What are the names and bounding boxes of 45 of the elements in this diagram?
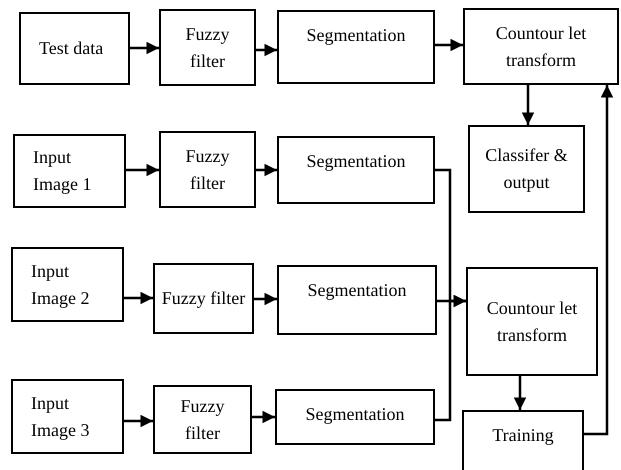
box-label: Input Image 3 — [31, 392, 90, 442]
arrow — [435, 294, 466, 422]
box-label: Segmentation — [306, 150, 406, 173]
arrow — [514, 376, 526, 410]
box-label: Fuzzy filter — [184, 144, 230, 194]
box-label: Input Image 2 — [31, 260, 90, 310]
process-box — [466, 267, 598, 376]
arrow — [126, 164, 159, 176]
process-box — [277, 10, 435, 84]
arrow — [435, 38, 463, 52]
box-label: Segmentation — [306, 24, 406, 47]
arrow — [252, 410, 275, 424]
arrow — [254, 292, 277, 306]
process-box — [277, 136, 435, 204]
process-box — [19, 12, 130, 85]
process-box — [11, 247, 124, 322]
process-box — [159, 9, 256, 86]
box-label: Segmentation — [306, 403, 404, 426]
process-box — [153, 385, 252, 454]
box-label: Training — [492, 424, 554, 447]
box-label: Segmentation — [308, 279, 406, 302]
process-box — [463, 8, 619, 85]
arrow — [256, 164, 277, 176]
process-box — [275, 389, 435, 445]
process-box — [153, 263, 254, 334]
arrow — [584, 85, 614, 436]
arrow — [124, 414, 153, 428]
process-box — [11, 379, 124, 454]
box-label: Input Image 1 — [33, 146, 92, 196]
process-box — [462, 410, 584, 470]
arrow — [256, 44, 277, 56]
process-box — [468, 125, 585, 213]
box-label: Fuzzy filter — [180, 394, 226, 444]
arrow — [522, 85, 534, 125]
box-label: Fuzzy filter — [162, 287, 246, 310]
box-label: Fuzzy filter — [184, 22, 230, 72]
process-box — [13, 134, 126, 208]
box-label: Countour let transform — [494, 22, 588, 72]
arrow — [124, 292, 153, 304]
process-box — [277, 265, 437, 335]
box-label: Test data — [39, 37, 104, 60]
arrow — [130, 42, 159, 54]
box-label: Classifer & output — [484, 144, 569, 194]
process-box — [159, 131, 256, 208]
box-label: Countour let transform — [486, 296, 578, 346]
